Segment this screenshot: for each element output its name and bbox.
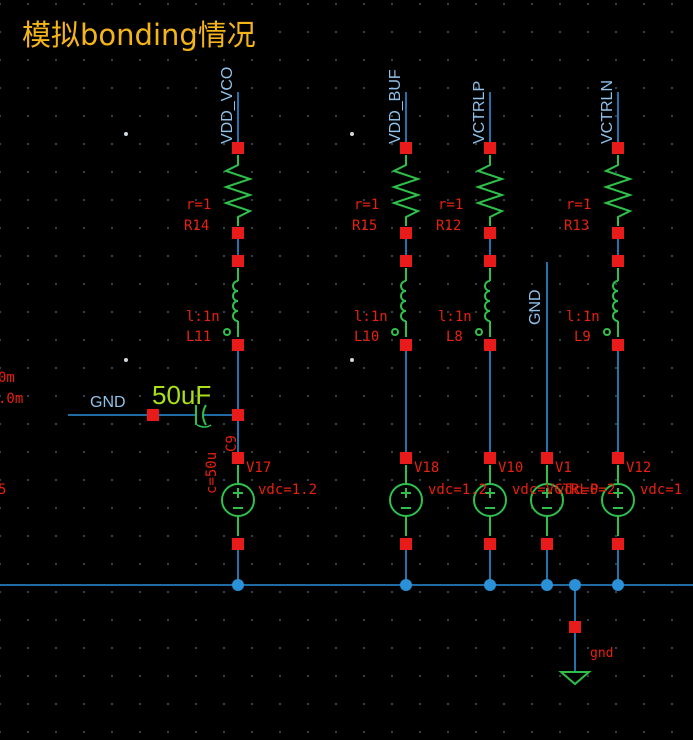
left-cut-label-3: 5 [0,482,6,498]
v1-value: vdc=0 [556,482,598,498]
l9-value: l:1n [566,309,600,325]
wires [0,92,693,672]
r14-name: R14 [184,218,209,234]
v10-name: V10 [498,460,523,476]
l11-name: L11 [186,329,211,345]
inductors [223,268,619,337]
v10-value: vdc=VCTRL [512,482,588,498]
v12-value: vdc=1 [640,482,682,498]
left-cut-label-2: .0m [0,391,23,407]
v18-value: vdc=1.2 [428,482,487,498]
r15-value: r=1 [354,197,379,213]
vsource-v18 [389,465,423,536]
big-cap-label: 50uF [152,380,211,410]
capacitor-c9 [195,404,212,428]
l10-name: L10 [354,329,379,345]
overlap-text: P=2 [590,482,615,498]
left-cut-label-1: 0m [0,370,15,386]
r13-value: r=1 [566,197,591,213]
l11-value: l:1n [186,309,220,325]
l10-value: l:1n [354,309,388,325]
resistor-r13 [602,155,634,226]
resistors [222,155,634,226]
inductor-l10 [391,268,407,337]
diagram-title: 模拟bonding情况 [22,18,256,52]
l9-name: L9 [574,329,591,345]
v17-name: V17 [246,460,271,476]
r13-name: R13 [564,218,589,234]
vsource-v12 [601,465,635,536]
net-gnd-left: GND [90,394,126,411]
l8-value: l:1n [438,309,472,325]
c9-name: C9 [224,435,240,452]
v17-value: vdc=1.2 [258,482,317,498]
net-vdd-buf: VDD_BUF [387,69,404,144]
grid-markers [124,132,354,362]
inductor-l9 [603,268,619,337]
c9-value: c=50u [204,452,220,494]
inductor-l11 [223,268,239,337]
net-vctrlp: VCTRLP [471,81,488,144]
resistor-r15 [390,155,422,226]
net-vctrln: VCTRLN [599,80,616,144]
net-gnd-vertical: GND [527,289,544,325]
r12-value: r=1 [438,197,463,213]
resistor-r14 [222,155,254,226]
r12-name: R12 [436,218,461,234]
resistor-r12 [474,155,506,226]
vsource-v17 [221,465,255,536]
component-labels: r=1 R14 l:1n L11 V17 vdc=1.2 r=1 R15 l:1… [0,197,682,661]
v18-name: V18 [414,460,439,476]
v1-name: V1 [555,460,572,476]
l8-name: L8 [446,329,463,345]
vsource-v10 [473,465,507,536]
v12-name: V12 [626,460,651,476]
inductor-l8 [475,268,491,337]
ground-symbol [558,671,592,686]
gnd-symbol-label: gnd [590,646,613,661]
junctions [232,579,624,591]
net-vdd-vco: VDD_VCO [219,67,236,144]
r15-name: R15 [352,218,377,234]
voltage-sources [221,465,635,536]
pins [147,142,624,633]
r14-value: r=1 [186,197,211,213]
net-labels: VDD_VCO VDD_BUF VCTRLP VCTRLN GND GND [90,67,616,411]
vsource-v1 [530,465,564,536]
